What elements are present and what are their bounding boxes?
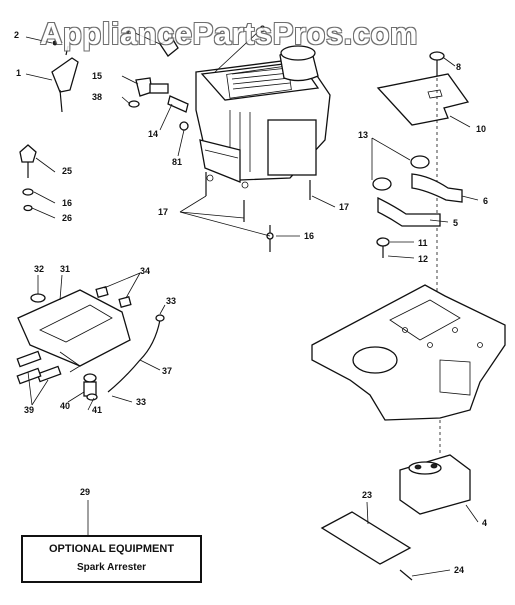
callout-3: 3 — [260, 24, 266, 34]
optional-equipment-title: OPTIONAL EQUIPMENT — [48, 543, 175, 555]
callout-38: 38 — [92, 92, 103, 102]
callout-31: 31 — [60, 264, 71, 274]
callout-24: 24 — [454, 565, 465, 575]
callout-4: 4 — [482, 518, 488, 528]
callout-32: 32 — [34, 264, 45, 274]
callout-25: 25 — [62, 166, 73, 176]
shield-part-10 — [376, 73, 470, 126]
muffler-part-4 — [399, 420, 471, 515]
engine-part — [195, 45, 331, 189]
spark-arrester-plate-23 — [320, 511, 413, 581]
callout-81: 81 — [172, 157, 183, 167]
bolt-17-group — [205, 172, 311, 252]
callout-17-right: 17 — [339, 202, 350, 212]
callout-15: 15 — [92, 71, 103, 81]
spark-plug-part-25 — [19, 144, 37, 212]
callout-8: 8 — [456, 62, 462, 72]
callout-7: 7 — [126, 26, 132, 36]
callout-12: 12 — [418, 254, 429, 264]
callout-13: 13 — [358, 130, 369, 140]
callout-16-left: 16 — [62, 198, 73, 208]
callout-17-left: 17 — [158, 207, 169, 217]
spark-arrester-label: Spark Arrester — [76, 562, 147, 573]
callout-6: 6 — [483, 196, 489, 206]
clip-parts-39 — [16, 350, 62, 385]
callout-5: 5 — [453, 218, 459, 228]
callout-40: 40 — [60, 401, 71, 411]
chassis-frame — [311, 284, 506, 421]
optional-equipment-box: OPTIONAL EQUIPMENT Spark Arrester — [21, 535, 202, 583]
callout-26: 26 — [62, 213, 73, 223]
callout-14: 14 — [148, 129, 159, 139]
callout-16-center: 16 — [304, 231, 315, 241]
housing-part-31 — [17, 286, 132, 373]
callout-10: 10 — [476, 124, 487, 134]
callout-37: 37 — [162, 366, 173, 376]
callout-29: 29 — [80, 487, 91, 497]
fitting-parts — [128, 77, 189, 131]
bolt-part-8 — [429, 51, 445, 76]
callout-1: 1 — [16, 68, 22, 78]
callout-2: 2 — [14, 30, 20, 40]
callout-39: 39 — [24, 405, 35, 415]
callout-41: 41 — [92, 405, 103, 415]
callout-34: 34 — [140, 266, 151, 276]
exhaust-pipe-parts — [372, 155, 463, 258]
callout-33-bottom: 33 — [136, 397, 147, 407]
bracket-part-1 — [51, 40, 79, 113]
callout-33-top: 33 — [166, 296, 177, 306]
callout-11: 11 — [418, 238, 428, 248]
leader-lines — [25, 31, 479, 577]
clip-part-7 — [159, 30, 179, 57]
callout-23: 23 — [362, 490, 373, 500]
